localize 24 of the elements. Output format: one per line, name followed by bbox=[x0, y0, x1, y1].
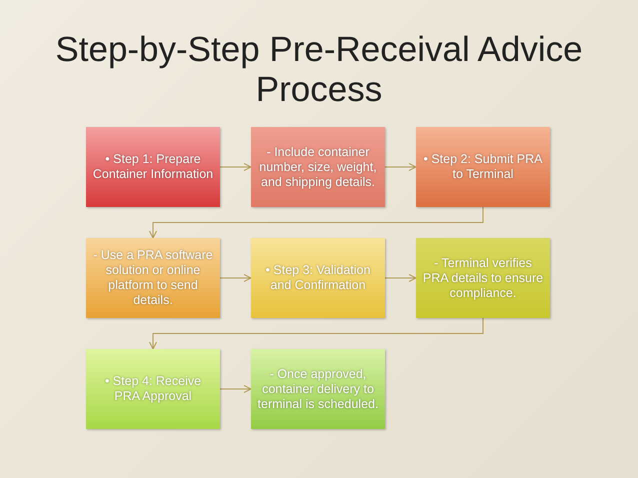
step-text: - Include container number, size, weight, and shipping details. bbox=[258, 144, 378, 190]
step-text: - Terminal verifies PRA details to ensure compliance. bbox=[422, 256, 544, 300]
arrow bbox=[149, 206, 484, 238]
process-box bbox=[251, 127, 385, 207]
step-text: • Step 3: Validation and Confirmation bbox=[264, 263, 372, 293]
arrow bbox=[384, 274, 416, 282]
process-box bbox=[251, 238, 385, 318]
process-box bbox=[251, 349, 385, 429]
arrow bbox=[384, 163, 416, 171]
process-box bbox=[86, 349, 220, 429]
process-box bbox=[86, 238, 220, 318]
arrow bbox=[220, 163, 252, 171]
arrow bbox=[220, 385, 252, 393]
process-box bbox=[416, 238, 550, 318]
process-box bbox=[86, 127, 220, 207]
arrow bbox=[149, 318, 484, 350]
step-text: • Step 4: Receive PRA Approval bbox=[104, 374, 202, 404]
title: Step-by-Step Pre-Receival Advice Process bbox=[54, 30, 584, 110]
arrow bbox=[220, 274, 252, 282]
step-text: • Step 2: Submit PRA to Terminal bbox=[422, 152, 544, 182]
step-text: - Once approved, container delivery to terminal is scheduled. bbox=[257, 366, 379, 412]
step-text: - Use a PRA software solution or online platform to send details. bbox=[92, 248, 214, 308]
step-text: • Step 1: Prepare Container Information bbox=[92, 152, 214, 182]
process-box bbox=[416, 127, 550, 207]
